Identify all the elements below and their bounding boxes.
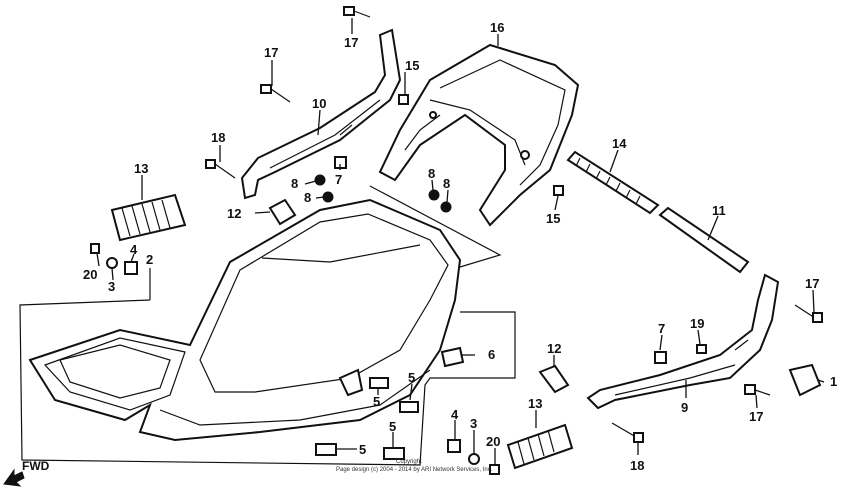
callout-9[interactable]: 9 [681,400,688,415]
grab-rail-right[interactable] [586,273,780,410]
callout-8-b[interactable]: 8 [304,190,311,205]
callout-6[interactable]: 6 [488,347,495,362]
callout-14[interactable]: 14 [612,136,627,151]
grommet-4-left[interactable] [124,261,138,275]
bolt-17-left[interactable] [260,84,291,103]
callout-7-left[interactable]: 7 [335,172,342,187]
seat-assembly[interactable] [28,198,462,442]
grab-rail-left[interactable] [240,28,402,200]
callout-4-lower[interactable]: 4 [451,407,459,422]
callout-8-a[interactable]: 8 [291,176,298,191]
fwd-arrow-icon [3,468,25,487]
callout-13-lower[interactable]: 13 [528,396,542,411]
fwd-label: FWD [22,459,50,473]
callout-7-right[interactable]: 7 [658,321,665,336]
nut-8-b[interactable] [322,191,334,203]
clip-1[interactable] [788,363,822,397]
bolt-17-top[interactable] [343,6,371,18]
callout-12-right[interactable]: 12 [547,341,561,356]
bolt-18-left[interactable] [205,159,236,179]
washer-3-lower[interactable] [468,453,480,465]
cushion-5-a[interactable] [369,377,389,389]
callout-13-left[interactable]: 13 [134,161,148,176]
copyright-line1: Copyright [396,459,422,465]
bolt-18-right[interactable] [611,422,644,443]
callout-11[interactable]: 11 [712,203,726,218]
callout-8-d[interactable]: 8 [443,176,450,191]
bolt-17-right-lower[interactable] [744,384,771,396]
callout-5-d[interactable]: 5 [389,419,396,434]
callout-3-left[interactable]: 3 [108,279,115,294]
callout-18-left[interactable]: 18 [211,130,225,145]
callout-3-lower[interactable]: 3 [470,416,477,431]
callout-17-right-upper[interactable]: 17 [805,276,819,291]
grip-rubber[interactable] [566,150,660,215]
copyright-line2: Page design (c) 2004 - 2014 by ARI Netwo… [336,467,493,473]
callout-10[interactable]: 10 [312,96,326,111]
nut-8-d[interactable] [440,201,452,213]
callout-18-right[interactable]: 18 [630,458,644,473]
rail-tube[interactable] [658,206,750,274]
cushion-5-c[interactable] [315,443,337,456]
nut-8-c[interactable] [428,189,440,201]
callout-4-left[interactable]: 4 [130,242,138,257]
bolt-17-right-upper[interactable] [794,304,823,323]
callout-5-c[interactable]: 5 [359,442,366,457]
grommet-4-lower[interactable] [447,439,461,453]
washer-3-left[interactable] [106,257,118,269]
callout-5-b[interactable]: 5 [408,370,415,385]
collar-15-right[interactable] [553,185,564,196]
callout-17-left[interactable]: 17 [264,45,278,60]
collar-15-top[interactable] [398,94,409,105]
copyright-notice: Copyright Page design (c) 2004 - 2014 by… [336,459,493,473]
callout-12-left[interactable]: 12 [227,206,241,221]
collar-7-right[interactable] [654,351,667,364]
callout-15-right[interactable]: 15 [546,211,560,226]
callout-1[interactable]: 1 [830,374,837,389]
collar-12-right[interactable] [538,364,570,394]
callout-2[interactable]: 2 [146,252,153,267]
callout-16[interactable]: 16 [490,20,504,35]
callout-labels: 1 2 3 3 4 4 5 5 5 5 6 7 7 8 8 8 8 9 10 1… [83,20,837,473]
bolt-19[interactable] [696,344,707,354]
bolt-20-left[interactable] [90,243,100,254]
nut-8-a[interactable] [314,174,326,186]
callout-8-c[interactable]: 8 [428,166,435,181]
callout-5-a[interactable]: 5 [373,394,380,409]
callout-20-lower[interactable]: 20 [486,434,500,449]
seat-cowl[interactable] [378,43,580,227]
cushion-5-d[interactable] [383,447,405,460]
callout-17-top[interactable]: 17 [344,35,358,50]
collar-12-left[interactable] [268,198,297,226]
seat-boundary-frame [19,185,516,466]
callout-17-right-lower[interactable]: 17 [749,409,763,424]
callout-19[interactable]: 19 [690,316,704,331]
cushion-5-b[interactable] [399,401,419,413]
hardware-parts [90,6,823,475]
callout-20-left[interactable]: 20 [83,267,97,282]
rubber-pad-lower[interactable] [506,423,574,470]
damper-6[interactable] [440,346,465,368]
callout-15-top[interactable]: 15 [405,58,419,73]
rubber-pad-upper[interactable] [110,193,187,242]
leader-lines [96,18,825,465]
fwd-indicator: FWD [3,459,50,487]
